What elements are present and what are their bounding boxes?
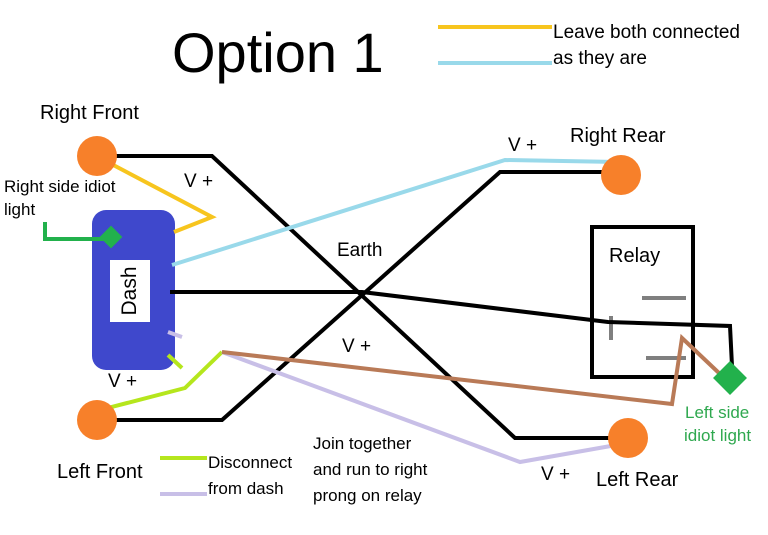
wire-brown-to-relay <box>221 333 722 407</box>
voltage-label-1: V + <box>184 171 214 192</box>
dash-label: Dash <box>118 266 141 316</box>
voltage-label-5: V + <box>541 464 571 485</box>
right-front-lamp <box>77 136 117 176</box>
voltage-label-4: V + <box>108 371 138 392</box>
wire-green-dash-stub <box>166 353 184 370</box>
left-front-lamp <box>77 400 117 440</box>
wire-yellow-right-front-dash <box>99 156 217 234</box>
note-line-1: Join together <box>313 434 412 453</box>
wire-lavender-dash-stub <box>167 330 183 339</box>
right-idiot-light-label-1: Right side idiot <box>4 177 116 196</box>
legend-yellow-text: Leave both connected <box>553 22 740 43</box>
wire-left-front-to-right-rear <box>97 170 621 422</box>
note-line-2: and run to right <box>313 460 428 479</box>
left-rear-label: Left Rear <box>596 469 679 491</box>
wire-lavender-left-rear <box>221 350 623 465</box>
right-idiot-light-label-2: light <box>4 200 36 219</box>
right-front-label: Right Front <box>40 102 139 124</box>
right-rear-lamp <box>601 155 641 195</box>
wire-blue-dash-right-rear <box>171 157 619 267</box>
voltage-label-2: V + <box>508 135 538 156</box>
earth-label: Earth <box>337 240 383 261</box>
wire-right-front-to-left-rear <box>97 154 621 440</box>
wire-green-right-idiot-light <box>43 222 110 241</box>
left-idiot-light-label-1: Left side <box>685 403 750 422</box>
legend-green-text: Disconnect <box>208 453 293 472</box>
wire-dash-earth-to-relay <box>170 290 734 367</box>
dash-label-box <box>110 260 150 322</box>
right-idiot-light <box>99 225 123 249</box>
right-rear-label: Right Rear <box>570 125 666 147</box>
left-idiot-light <box>713 361 747 395</box>
left-front-label: Left Front <box>57 461 143 483</box>
relay-box <box>590 225 695 379</box>
page-title: Option 1 <box>172 21 384 84</box>
voltage-label-3: V + <box>342 336 372 357</box>
left-rear-lamp <box>608 418 648 458</box>
note-line-3: prong on relay <box>313 486 422 505</box>
legend-blue-text: as they are <box>553 48 647 69</box>
left-idiot-light-label-2: idiot light <box>684 426 752 445</box>
legend-lavender-text: from dash <box>208 479 284 498</box>
wire-green-left-front <box>99 350 224 412</box>
relay-label: Relay <box>609 245 661 267</box>
